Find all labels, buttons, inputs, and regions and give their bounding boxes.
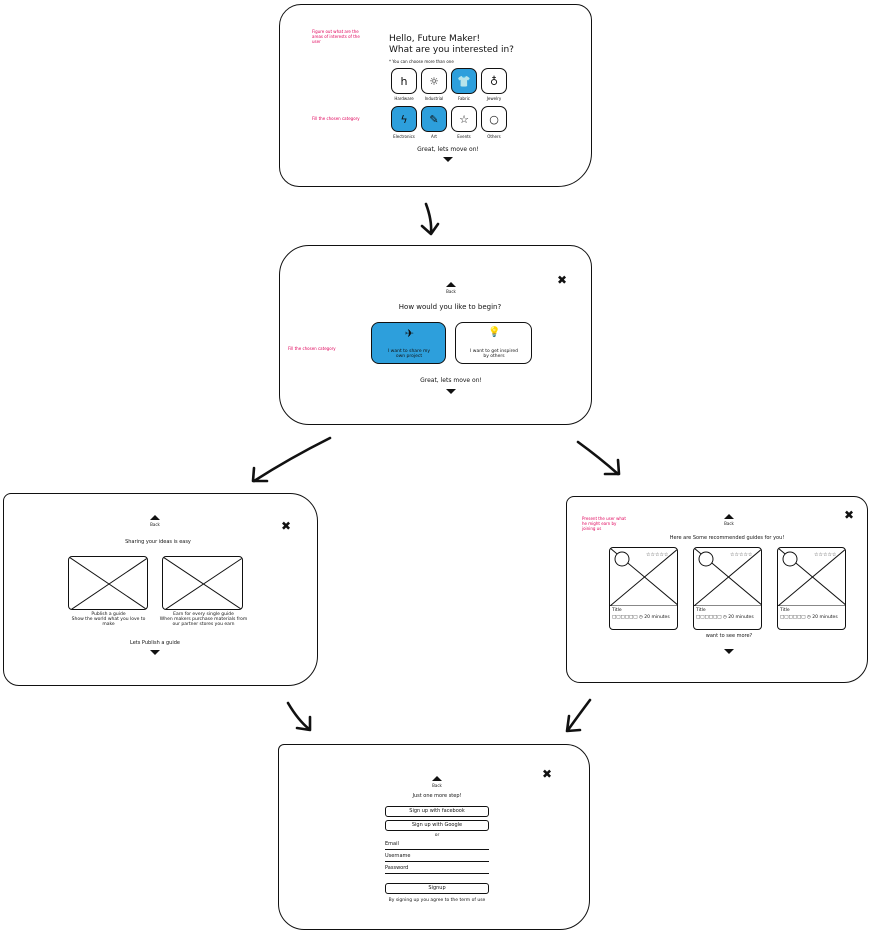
question: What are you interested in? <box>389 45 514 55</box>
or-divider: or <box>434 833 440 838</box>
category-label: Fabric <box>458 96 470 101</box>
screen-interests: Figure out what are the areas of interes… <box>279 4 592 187</box>
back-link[interactable]: Back <box>446 289 456 294</box>
guide-card[interactable]: ☆☆☆☆☆ Title □□□□□□ ◷ 20 minutes <box>777 547 846 630</box>
image-placeholder <box>68 556 148 610</box>
ring-icon: ♁ <box>489 74 499 88</box>
section-title: Just one more step! <box>412 793 462 799</box>
guide-image-placeholder <box>778 548 845 606</box>
rating-stars: ☆☆☆☆☆ <box>646 552 669 558</box>
category-label: Industrial <box>424 96 444 101</box>
option-share-project[interactable]: ✈ I want to share my own project <box>371 322 446 364</box>
back-arrow-icon[interactable] <box>432 776 442 781</box>
back-arrow-icon[interactable] <box>150 515 160 520</box>
back-link[interactable]: Back <box>724 521 734 526</box>
guide-card[interactable]: ☆☆☆☆☆ Title □□□□□□ ◷ 20 minutes <box>609 547 678 630</box>
category-label: Electronics <box>393 134 415 139</box>
email-field[interactable]: Email <box>385 840 489 850</box>
pencil-icon: ✎ <box>429 112 439 126</box>
close-icon[interactable]: ✖ <box>281 519 292 533</box>
lightning-icon: ϟ <box>400 112 408 126</box>
category-fabric-tile[interactable]: 👕 <box>451 68 477 94</box>
industrial-icon: ☼ <box>429 74 439 88</box>
chevron-down-icon[interactable] <box>150 650 160 655</box>
placeholder-cross <box>69 557 147 609</box>
chevron-down-icon[interactable] <box>446 389 456 394</box>
category-label: Art <box>431 134 437 139</box>
category-label: Jewelry <box>486 96 502 101</box>
close-icon[interactable]: ✖ <box>557 273 568 287</box>
guide-image-placeholder <box>610 548 677 606</box>
category-label: Events <box>457 134 471 139</box>
placeholder-cross <box>163 557 242 609</box>
rating-stars: ☆☆☆☆☆ <box>730 552 753 558</box>
guide-meta: □□□□□□ ◷ 20 minutes <box>696 615 754 620</box>
username-field[interactable]: Username <box>385 852 489 862</box>
screen-share: Back ✖ Sharing your ideas is easy Publis… <box>3 493 318 686</box>
lightbulb-icon: 💡 <box>488 327 501 338</box>
question: How would you like to begin? <box>398 303 502 311</box>
circle-icon: ○ <box>489 112 499 126</box>
option-label: I want to get inspired by others <box>470 349 518 359</box>
category-art-tile[interactable]: ✎ <box>421 106 447 132</box>
rating-stars: ☆☆☆☆☆ <box>814 552 837 558</box>
close-icon[interactable]: ✖ <box>542 767 553 781</box>
guide-meta: □□□□□□ ◷ 20 minutes <box>612 615 670 620</box>
screen-signup: Back ✖ Just one more step! Sign up with … <box>278 744 590 930</box>
paper-plane-icon: ✈ <box>404 327 415 340</box>
category-hardware-tile[interactable]: h <box>391 68 417 94</box>
section-title: Here are Some recommended guides for you… <box>669 535 785 541</box>
close-icon[interactable]: ✖ <box>844 508 855 522</box>
facebook-signup-button[interactable]: Sign up with facebook <box>385 806 489 817</box>
screen-recommended: Present the user what he might earn by j… <box>566 496 868 683</box>
continue-link[interactable]: Great, lets move on! <box>417 146 479 153</box>
guide-title: Title <box>780 608 790 613</box>
option-label: I want to share my own project <box>387 349 431 359</box>
guide-title: Title <box>612 608 622 613</box>
shirt-icon: 👕 <box>457 74 471 88</box>
guide-card[interactable]: ☆☆☆☆☆ Title □□□□□□ ◷ 20 minutes <box>693 547 762 630</box>
back-arrow-icon[interactable] <box>724 514 734 519</box>
category-electronics-tile[interactable]: ϟ <box>391 106 417 132</box>
category-industrial-tile[interactable]: ☼ <box>421 68 447 94</box>
option-get-inspired[interactable]: 💡 I want to get inspired by others <box>455 322 532 364</box>
see-more-link[interactable]: want to see more? <box>705 633 753 639</box>
password-field[interactable]: Password <box>385 864 489 874</box>
card-caption: Earn for every single guide When makers … <box>159 612 248 627</box>
chevron-down-icon[interactable] <box>443 157 453 162</box>
chevron-down-icon[interactable] <box>724 649 734 654</box>
hardware-icon: h <box>400 74 408 88</box>
terms-text: By signing up you agree to the term of u… <box>388 898 486 903</box>
guide-image-placeholder <box>694 548 761 606</box>
back-link[interactable]: Back <box>150 522 160 527</box>
back-arrow-icon[interactable] <box>446 282 456 287</box>
category-events-tile[interactable]: ☆ <box>451 106 477 132</box>
guide-title: Title <box>696 608 706 613</box>
section-title: Sharing your ideas is easy <box>125 539 191 545</box>
guide-meta: □□□□□□ ◷ 20 minutes <box>780 615 838 620</box>
greeting: Hello, Future Maker! <box>389 34 481 44</box>
annotation: Present the user what he might earn by j… <box>582 516 626 531</box>
card-caption: Publish a guide Show the world what you … <box>71 612 146 627</box>
continue-link[interactable]: Great, lets move on! <box>420 377 482 384</box>
signup-button[interactable]: Signup <box>385 883 489 894</box>
star-icon: ☆ <box>459 112 469 126</box>
annotation-side: Fill the chosen category <box>312 116 360 121</box>
publish-guide-link[interactable]: Lets Publish a guide <box>130 640 180 646</box>
category-label: Others <box>487 134 501 139</box>
category-label: Hardware <box>394 96 414 101</box>
back-link[interactable]: Back <box>432 783 442 788</box>
category-others-tile[interactable]: ○ <box>481 106 507 132</box>
image-placeholder <box>162 556 243 610</box>
annotation-top: Figure out what are the areas of interes… <box>312 29 360 44</box>
annotation-side: Fill the chosen category <box>288 346 336 351</box>
hint: * You can choose more than one <box>389 59 454 64</box>
google-signup-button[interactable]: Sign up with Google <box>385 820 489 831</box>
category-jewelry-tile[interactable]: ♁ <box>481 68 507 94</box>
screen-begin: Back ✖ Fill the chosen category How woul… <box>279 245 592 425</box>
